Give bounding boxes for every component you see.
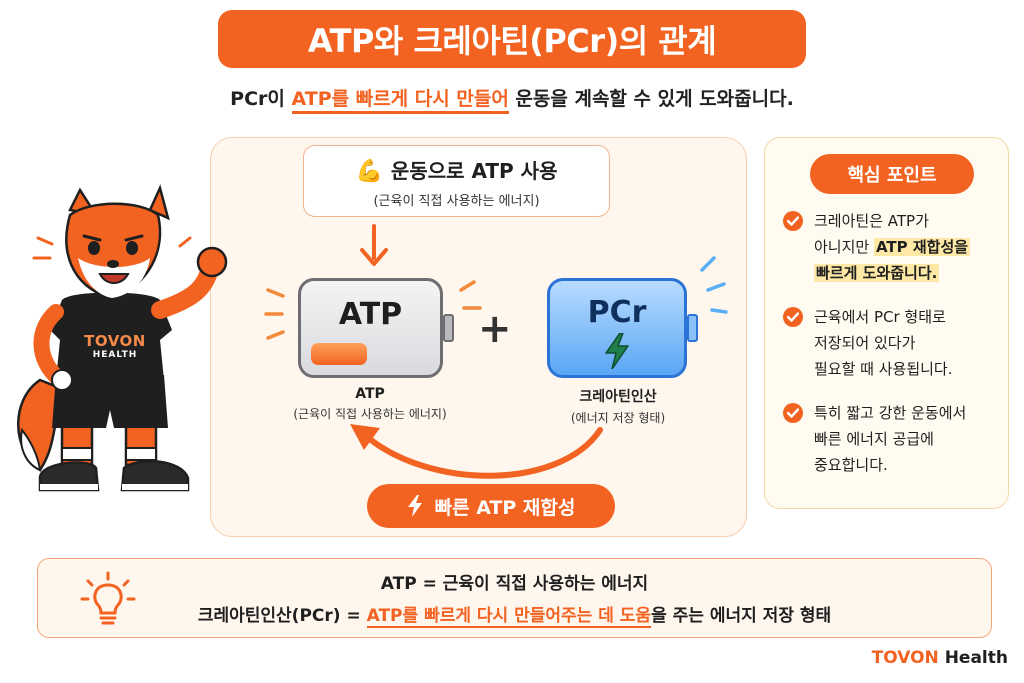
mascot-shirt-text: TOVON HEALTH	[60, 332, 170, 360]
atp-caption-desc: (근육이 직접 사용하는 에너지)	[293, 407, 447, 421]
atp-battery-fill	[311, 343, 367, 365]
subtitle-prefix: PCr이	[230, 88, 292, 110]
brand-part2: Health	[938, 648, 1008, 668]
summary-line-2-prefix: 크레아틴인산(PCr) =	[197, 606, 367, 626]
pcr-caption: 크레아틴인산 (에너지 저장 형태)	[520, 386, 716, 426]
lightbulb-icon	[80, 571, 136, 625]
subtitle-suffix: 운동을 계속할 수 있게 도와줍니다.	[508, 88, 794, 110]
key-point-2-line2: 저장되어 있다가	[814, 334, 916, 352]
summary-line-2: 크레아틴인산(PCr) = ATP를 빠르게 다시 만들어주는 데 도움을 주는…	[38, 601, 991, 628]
key-point-item: 특히 짧고 강한 운동에서 빠른 에너지 공급에 중요합니다.	[783, 400, 1003, 478]
key-point-2-line1: 근육에서 PCr 형태로	[814, 308, 946, 326]
key-point-1-highlight2: 빠르게 도와줍니다.	[814, 264, 940, 282]
key-points-title-text: 핵심 포인트	[847, 165, 937, 186]
key-point-item: 근육에서 PCr 형태로 저장되어 있다가 필요할 때 사용됩니다.	[783, 304, 1003, 382]
mascot-shirt-line1: TOVON	[84, 332, 146, 350]
plus-sign: +	[478, 306, 512, 352]
key-point-3-line1: 특히 짧고 강한 운동에서	[814, 404, 967, 422]
exercise-title: 운동으로 ATP 사용	[390, 159, 558, 183]
pcr-battery: PCr	[547, 278, 698, 378]
atp-caption: ATP (근육이 직접 사용하는 에너지)	[262, 386, 478, 422]
exercise-desc: (근육이 직접 사용하는 에너지)	[373, 194, 540, 209]
pcr-caption-desc: (에너지 저장 형태)	[570, 411, 666, 425]
key-point-item: 크레아틴은 ATP가 아니지만 ATP 재합성을 빠르게 도와줍니다.	[783, 208, 1003, 286]
mascot-shirt-line2: HEALTH	[92, 350, 138, 360]
atp-battery-cap	[443, 314, 454, 342]
page-title-text: ATP와 크레아틴(PCr)의 관계	[307, 22, 717, 60]
atp-caption-name: ATP	[355, 386, 385, 402]
key-point-1-line2: 아니지만	[814, 238, 874, 256]
check-circle-icon	[783, 211, 803, 231]
key-points-title: 핵심 포인트	[810, 154, 974, 194]
key-point-1-highlight: ATP 재합성을	[873, 238, 971, 256]
key-point-2-line3: 필요할 때 사용됩니다.	[814, 360, 953, 378]
summary-line-1: ATP = 근육이 직접 사용하는 에너지	[380, 574, 649, 594]
flexed-biceps-icon: 💪	[355, 159, 383, 184]
pcr-battery-label: PCr	[587, 295, 647, 330]
subtitle-highlight: ATP를 빠르게 다시 만들어	[291, 88, 509, 114]
page-title: ATP와 크레아틴(PCr)의 관계	[218, 10, 806, 68]
key-point-3-line2: 빠른 에너지 공급에	[814, 430, 934, 448]
check-circle-icon	[783, 307, 803, 327]
key-point-1-line1: 크레아틴은 ATP가	[814, 212, 929, 230]
lightning-bolt-icon	[407, 495, 422, 517]
key-points-panel	[764, 137, 1009, 509]
resynthesis-badge: 빠른 ATP 재합성	[367, 484, 615, 528]
summary-panel: ATP = 근육이 직접 사용하는 에너지 크레아틴인산(PCr) = ATP를…	[37, 558, 992, 638]
key-point-3-line3: 중요합니다.	[814, 456, 888, 474]
summary-line-2-suffix: 을 주는 에너지 저장 형태	[651, 606, 832, 626]
brand-logo: TOVON Health	[872, 648, 1008, 668]
exercise-title-row: 💪 운동으로 ATP 사용	[304, 155, 609, 184]
brand-part1: TOVON	[871, 648, 939, 668]
summary-line-2-highlight: ATP를 빠르게 다시 만들어주는 데 도움	[366, 606, 652, 628]
pcr-caption-name: 크레아틴인산	[579, 389, 657, 405]
exercise-box: 💪 운동으로 ATP 사용 (근육이 직접 사용하는 에너지)	[303, 145, 610, 217]
atp-battery-label: ATP	[338, 297, 403, 332]
resynthesis-label: 빠른 ATP 재합성	[434, 496, 576, 519]
atp-battery: ATP	[298, 278, 454, 378]
lightning-bolt-icon	[605, 333, 629, 369]
pcr-battery-cap	[687, 314, 698, 342]
subtitle: PCr이 ATP를 빠르게 다시 만들어 운동을 계속할 수 있게 도와줍니다.	[0, 84, 1024, 114]
check-circle-icon	[783, 403, 803, 423]
